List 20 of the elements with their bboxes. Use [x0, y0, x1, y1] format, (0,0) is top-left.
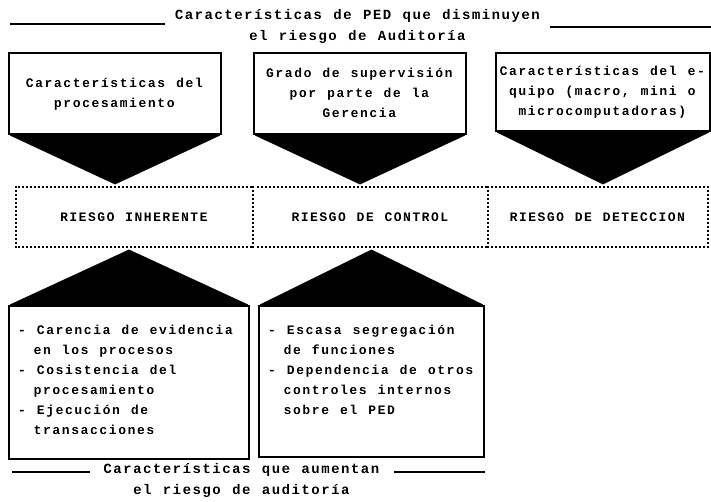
block-arrow [10, 249, 248, 306]
list-item: - Ejecución de transacciones [18, 402, 157, 440]
process-box: Características del procesamiento [8, 52, 222, 135]
block-arrow [260, 249, 484, 306]
process-box: Grado de supervisión por parte de la Gerencia [253, 52, 467, 135]
list-item: - Dependencia de otros controles internos sobre el PED [268, 362, 476, 420]
factor-box [8, 305, 250, 460]
process-box: Características del e-quipo (macro, mini o microcomputadoras) [495, 52, 711, 132]
factor-box [258, 305, 485, 458]
list-item: - Carencia de evidencia en los procesos [18, 322, 236, 360]
title: Características de PED que disminuyen el riesgo de Auditoría [174, 7, 542, 47]
block-arrow [496, 132, 710, 185]
block-arrow [10, 134, 220, 185]
list-item: - Cosistencia del procesamiento [18, 362, 179, 400]
block-arrow [254, 134, 466, 185]
risk-cell: RIESGO INHERENTE [15, 186, 252, 248]
risk-cell: RIESGO DE DETECCION [487, 186, 709, 248]
risk-cell: RIESGO DE CONTROL [252, 186, 487, 248]
list-item: - Escasa segregación de funciones [268, 322, 458, 360]
caption: Características que aumentan el riesgo de auditoría [102, 461, 382, 501]
